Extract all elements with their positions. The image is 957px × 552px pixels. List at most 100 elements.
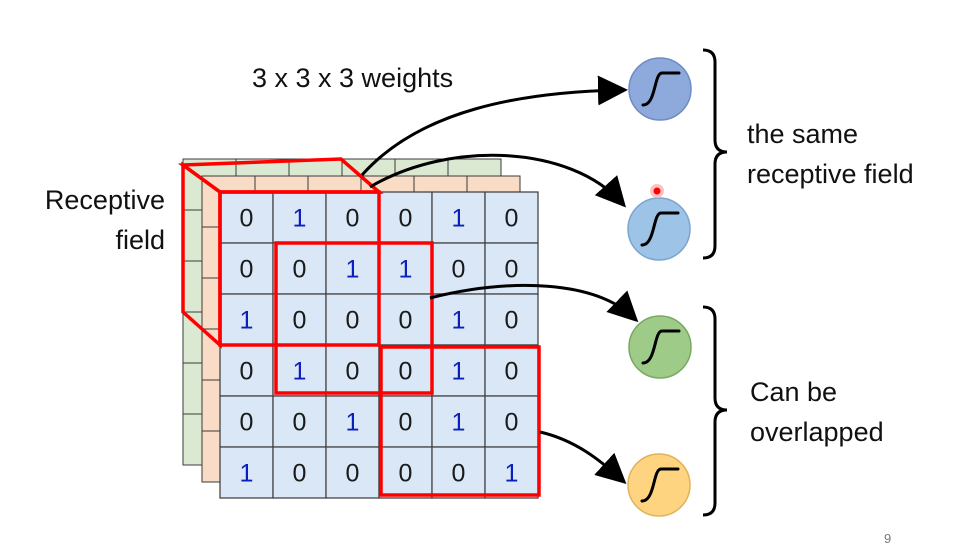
grid-cell-value: 0	[399, 358, 413, 386]
grid-cell: 0	[219, 344, 274, 397]
receptive-field-label-line1: Receptive	[45, 185, 165, 215]
grid-cell: 0	[219, 191, 274, 244]
receptive-field-highlights	[177, 157, 541, 497]
grid-cell-value: 0	[505, 256, 519, 284]
grid-cell-value: 1	[505, 460, 519, 488]
neuron-blue-light	[627, 197, 691, 261]
grid-cell: 1	[219, 293, 274, 346]
grid-cell-value: 0	[399, 409, 413, 437]
sigmoid-icon	[640, 467, 680, 503]
grid-cell-value: 1	[452, 307, 466, 335]
grid-cell-value: 1	[293, 358, 307, 386]
grid-cell: 1	[325, 395, 380, 448]
neuron-green	[628, 315, 692, 379]
grid-cell-value: 0	[399, 460, 413, 488]
grid-cell-value: 0	[452, 460, 466, 488]
receptive-field-front-topleft	[218, 190, 381, 347]
grid-cell-value: 1	[240, 307, 254, 335]
grid-cell-value: 0	[240, 409, 254, 437]
cursor-dot	[650, 184, 664, 198]
grid-cell: 1	[219, 446, 274, 499]
grid-cell-value: 0	[346, 358, 360, 386]
grid-cell: 0	[325, 344, 380, 397]
grid-cell-value: 0	[240, 358, 254, 386]
grid-cell-value: 1	[399, 256, 413, 284]
grid-cell: 0	[378, 293, 433, 346]
grid-cell: 1	[431, 293, 486, 346]
grid-cell: 0	[325, 293, 380, 346]
grid-cell-value: 0	[505, 409, 519, 437]
grid-cell: 0	[272, 446, 327, 499]
grid-cell-value: 1	[452, 409, 466, 437]
arrow-to-neuron-2	[369, 153, 627, 208]
connection-arrows	[360, 75, 639, 485]
grid-cell: 0	[431, 242, 486, 295]
grid-cell-value: 1	[293, 205, 307, 233]
grid-cell: 0	[272, 293, 327, 346]
grid-cell: 0	[325, 446, 380, 499]
grid-cell: 0	[378, 191, 433, 244]
sigmoid-icon	[641, 329, 681, 365]
same-field-label-line2: receptive field	[747, 159, 914, 189]
sigmoid-icon	[640, 211, 680, 247]
grid-cell-value: 0	[399, 205, 413, 233]
grid-cell: 0	[431, 446, 486, 499]
grid-cell: 1	[272, 344, 327, 397]
grid-cell-value: 0	[346, 460, 360, 488]
grid-cell: 1	[325, 242, 380, 295]
grid-cell: 0	[272, 242, 327, 295]
grid-cell: 0	[219, 242, 274, 295]
receptive-field-bottomright	[379, 345, 541, 497]
grid-cell-value: 0	[240, 256, 254, 284]
grid-cell-value: 1	[452, 205, 466, 233]
grid-cell-value: 0	[505, 205, 519, 233]
brace-top-icon	[702, 48, 728, 260]
grid-cell-value: 1	[346, 409, 360, 437]
arrow-to-neuron-1	[360, 75, 628, 176]
grid-cell: 1	[431, 191, 486, 244]
grid-cell-value: 0	[346, 307, 360, 335]
grid-cell: 0	[219, 395, 274, 448]
grid-cell-value: 0	[240, 205, 254, 233]
grid-cell-value: 0	[452, 256, 466, 284]
receptive-field-label-line2: field	[115, 225, 165, 255]
neuron-column	[627, 57, 692, 517]
grid-cell-value: 0	[346, 205, 360, 233]
arrow-to-neuron-4	[539, 430, 627, 485]
receptive-field-center	[274, 241, 434, 395]
grid-cell: 0	[325, 191, 380, 244]
grid-cell: 0	[484, 344, 539, 397]
grid-cell: 1	[378, 242, 433, 295]
overlap-label-line1: Can be	[750, 377, 837, 407]
grid-cell: 0	[378, 446, 433, 499]
overlap-label-line2: overlapped	[750, 417, 884, 447]
same-field-label-line1: the same	[747, 119, 858, 149]
grid-cell-value: 1	[346, 256, 360, 284]
grid-cell: 0	[378, 395, 433, 448]
neuron-yellow	[627, 453, 691, 517]
grid-cell-value: 0	[399, 307, 413, 335]
grid-cell-value: 0	[293, 409, 307, 437]
grid-cell-value: 1	[240, 460, 254, 488]
braces	[702, 48, 728, 517]
grid-cell-value: 1	[452, 358, 466, 386]
grid-cell: 0	[484, 191, 539, 244]
grid-cell-value: 0	[293, 307, 307, 335]
grid-cell: 0	[272, 395, 327, 448]
brace-bottom-icon	[702, 305, 728, 517]
grid-cell: 0	[484, 293, 539, 346]
grid-cell: 1	[431, 395, 486, 448]
grid-cell-value: 0	[505, 358, 519, 386]
grid-cell-value: 0	[505, 307, 519, 335]
neuron-blue-dark	[628, 57, 692, 121]
grid-cell: 1	[431, 344, 486, 397]
arrow-to-neuron-3	[429, 283, 639, 323]
grid-cell-value: 0	[293, 256, 307, 284]
grid-cell: 1	[272, 191, 327, 244]
grid-cell: 1	[484, 446, 539, 499]
weights-label: 3 x 3 x 3 weights	[252, 63, 453, 93]
grid-cell: 0	[378, 344, 433, 397]
page-number: 9	[884, 531, 891, 546]
